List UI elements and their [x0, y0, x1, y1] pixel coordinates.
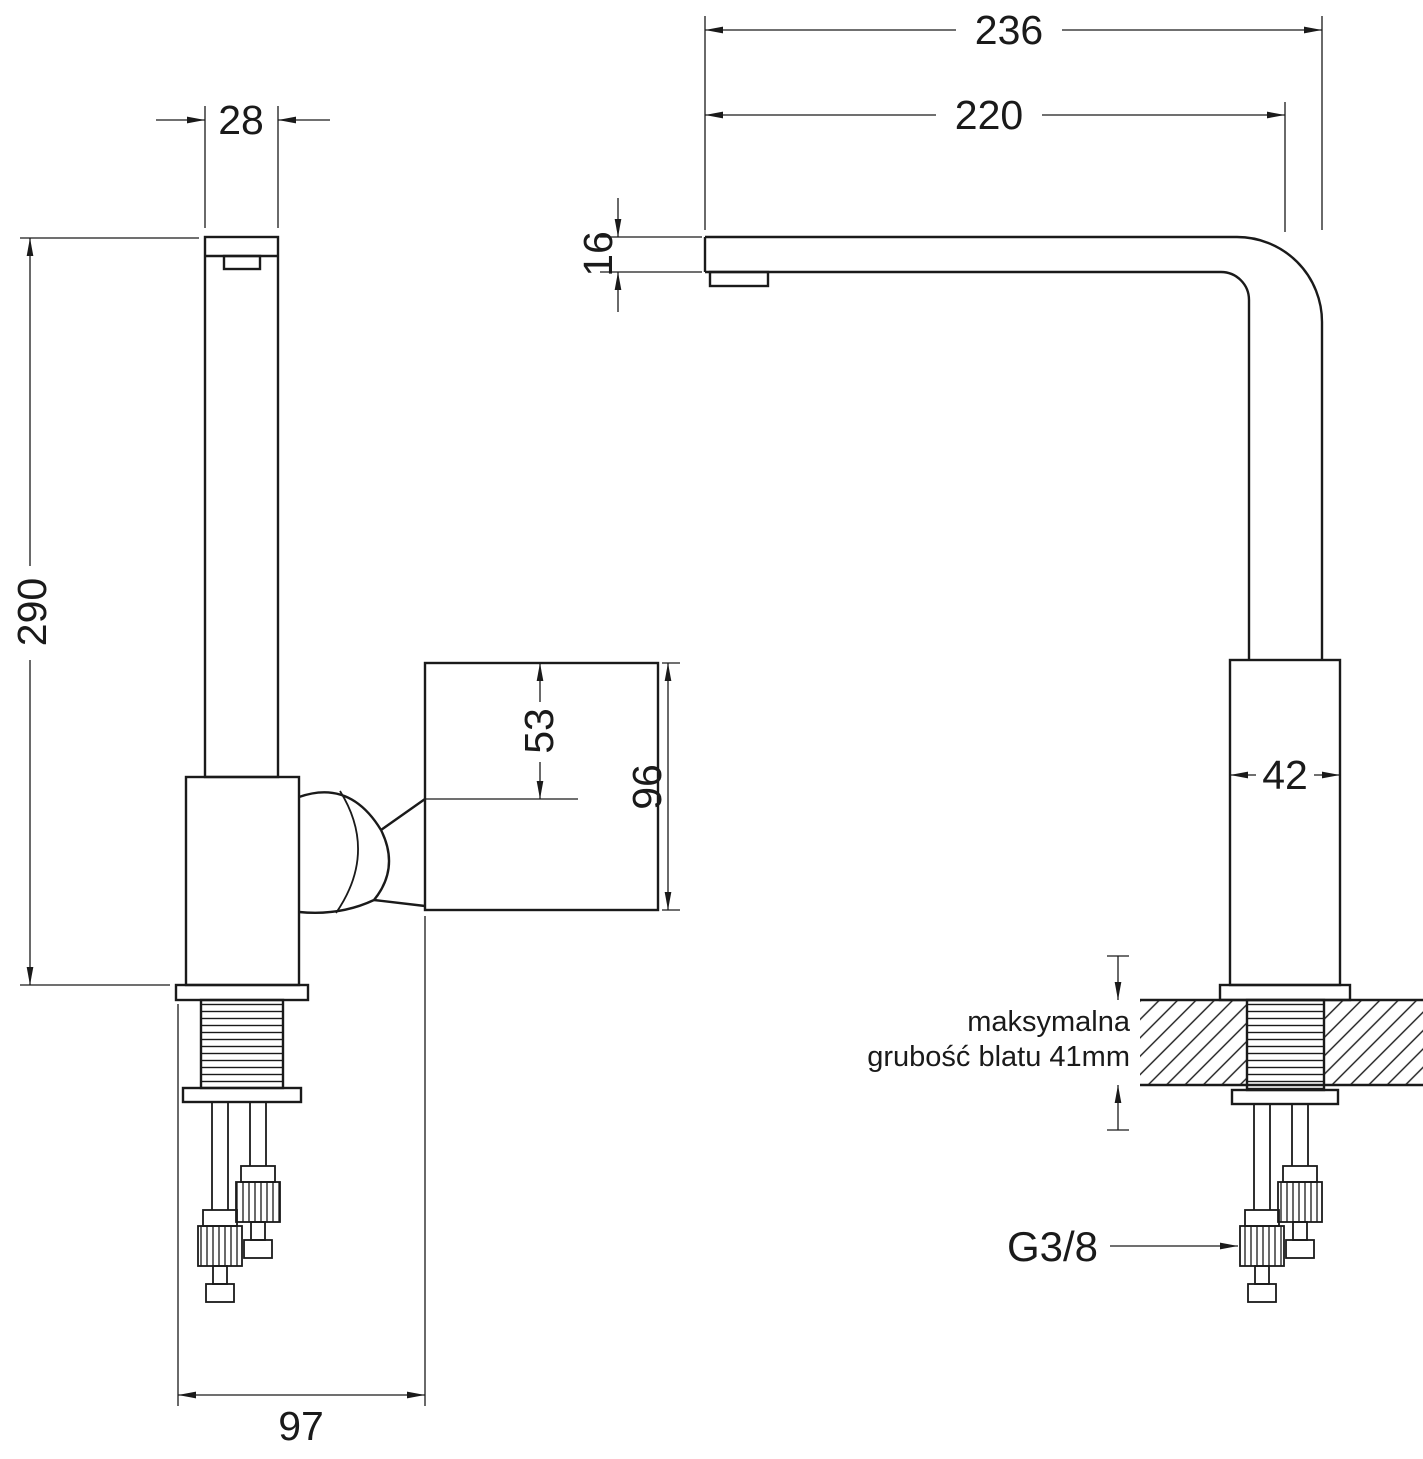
hose-connector [197, 1209, 243, 1303]
dim-total-height: 290 [9, 578, 55, 646]
right-view-dimensions: 236 220 16 42 maksymalna grubość blatu 4… [575, 7, 1340, 1270]
dim-base-depth: 97 [278, 1403, 324, 1449]
handle-boss-top [298, 791, 383, 831]
countertop-hatch-right [1324, 1001, 1423, 1084]
hose-connector [235, 1165, 281, 1259]
left-faucet-outline [174, 235, 660, 1303]
dim-total-reach: 236 [975, 7, 1043, 53]
connector-nut [1277, 1181, 1323, 1223]
handle-lever-bottom [373, 898, 426, 908]
dim-handle-offset: 53 [516, 708, 562, 754]
dim-spout-thickness: 16 [575, 231, 621, 277]
aerator-end [222, 254, 262, 271]
countertop-note-line2: grubość blatu 41mm [867, 1041, 1130, 1073]
spout-outer-profile [705, 235, 1324, 660]
aerator [708, 270, 770, 288]
spout-inner-profile [705, 270, 1251, 660]
right-view: 236 220 16 42 maksymalna grubość blatu 4… [575, 7, 1352, 1303]
hose-connector [1277, 1165, 1323, 1259]
mounting-thread [1245, 998, 1326, 1092]
mixer-body [184, 775, 301, 987]
hose-connector [1239, 1209, 1285, 1303]
thread-size-label: G3/8 [1007, 1223, 1098, 1270]
dim-spout-width: 28 [218, 97, 264, 143]
base-flange [1218, 983, 1352, 1002]
dim-handle-height: 96 [624, 764, 670, 810]
countertop-hatch-left [1140, 1001, 1247, 1084]
connector-nut [1239, 1225, 1285, 1267]
dim-spout-reach: 220 [955, 92, 1023, 138]
countertop-note-line1: maksymalna [967, 1006, 1131, 1038]
spout-column [203, 235, 280, 779]
right-faucet-outline [703, 235, 1352, 1303]
connector-nut [197, 1225, 243, 1267]
left-view-dimensions: 28 290 53 96 97 [9, 97, 680, 1449]
handle-boss-contour [335, 790, 359, 914]
mixer-body [1228, 658, 1342, 987]
connector-nut [235, 1181, 281, 1223]
dim-body-width: 42 [1262, 752, 1308, 798]
handle-boss-front [373, 829, 391, 901]
mounting-washer [181, 1086, 303, 1104]
mounting-thread [199, 998, 285, 1090]
mounting-washer [1230, 1088, 1340, 1106]
countertop-section [1140, 998, 1423, 1087]
left-view: 28 290 53 96 97 [9, 97, 680, 1449]
base-flange [174, 983, 310, 1002]
handle-lever-top [380, 798, 426, 831]
